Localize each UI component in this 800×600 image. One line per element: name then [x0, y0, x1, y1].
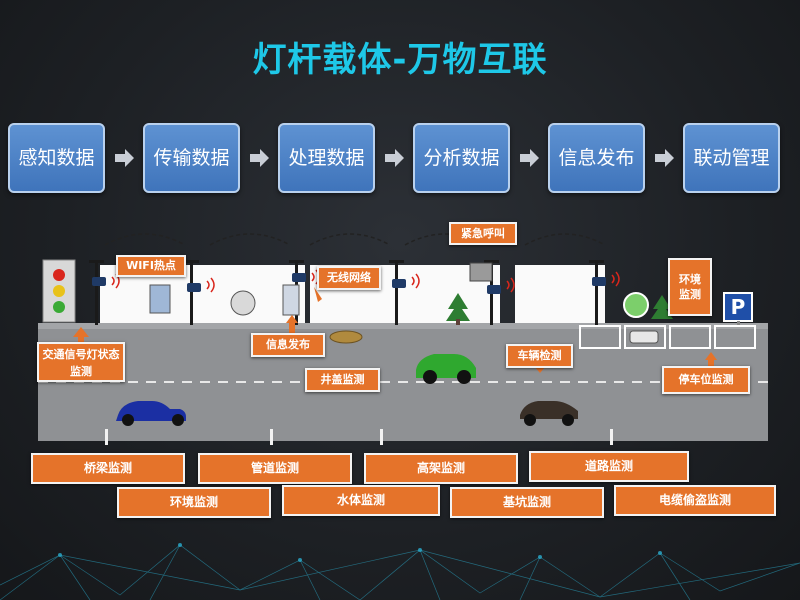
water-monitor-label: 水体监测	[282, 485, 440, 516]
info-release-label: 信息发布	[251, 333, 325, 357]
road-monitor-label: 道路监测	[529, 451, 689, 482]
flow-step-transmit: 传输数据	[143, 123, 240, 193]
flow-arrow-icon	[250, 149, 269, 167]
pipeline-monitor-label: 管道监测	[198, 453, 352, 484]
bridge-monitor-label: 桥梁监测	[31, 453, 185, 484]
emergency-call-label: 紧急呼叫	[449, 222, 517, 245]
flow-step-publish: 信息发布	[548, 123, 645, 193]
traffic-light-monitor-label: 交通信号灯状态监测	[37, 342, 125, 382]
street-scene-illustration	[38, 233, 768, 445]
elevated-monitor-label: 高架监测	[364, 453, 518, 484]
environment-monitor-label: 环境监测	[668, 258, 712, 316]
environment-monitor-bottom-label: 环境监测	[117, 487, 271, 518]
flow-arrow-icon	[520, 149, 539, 167]
network-mesh-decoration	[0, 543, 800, 600]
flow-arrow-icon	[385, 149, 404, 167]
foundation-pit-monitor-label: 基坑监测	[450, 487, 604, 518]
flow-step-sense: 感知数据	[8, 123, 105, 193]
flow-arrow-icon	[655, 149, 674, 167]
wireless-network-label: 无线网络	[317, 266, 381, 290]
flow-step-linkage: 联动管理	[683, 123, 780, 193]
flow-step-analyze: 分析数据	[413, 123, 510, 193]
cable-theft-monitor-label: 电缆偷盗监测	[614, 485, 776, 516]
parking-monitor-label: 停车位监测	[662, 366, 750, 394]
page-title: 灯杆载体-万物互联	[252, 40, 548, 80]
manhole-monitor-label: 井盖监测	[305, 368, 380, 392]
wifi-label: WIFI热点	[116, 255, 186, 277]
flow-step-process: 处理数据	[278, 123, 375, 193]
vehicle-detection-label: 车辆检测	[506, 344, 573, 368]
flow-arrow-icon	[115, 149, 134, 167]
parking-sign-icon: P	[730, 295, 746, 319]
